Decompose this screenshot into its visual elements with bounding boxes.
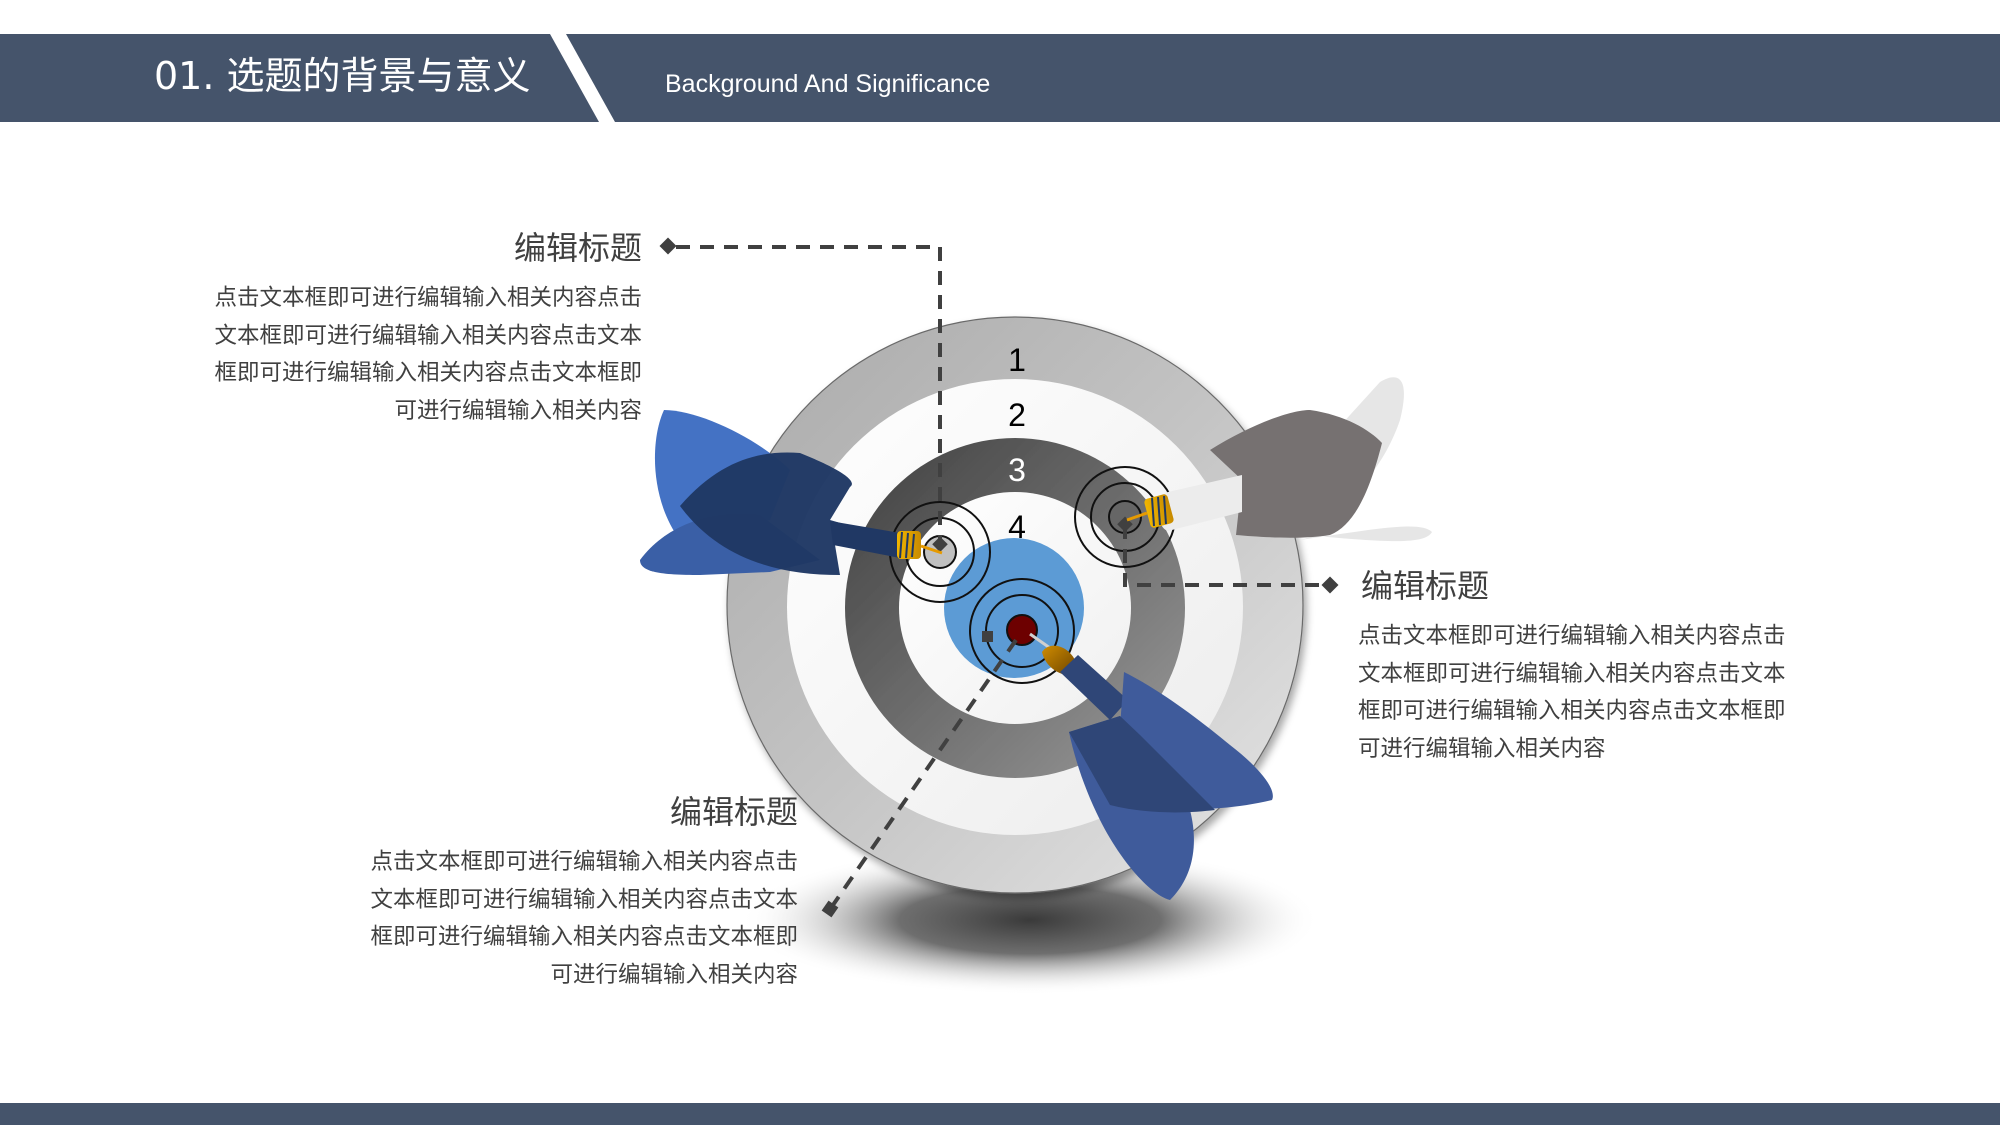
footer-bar xyxy=(0,1103,2000,1125)
connector-right xyxy=(1123,525,1320,587)
body-line: 点击文本框即可进行编辑输入相关内容点击 xyxy=(214,285,642,311)
connector-top-left xyxy=(676,245,942,545)
right-dart-shaft xyxy=(1158,475,1242,531)
left-dart xyxy=(640,410,943,575)
block-body[interactable]: 点击文本框即可进行编辑输入相关内容点击 文本框即可进行编辑输入相关内容点击文本 … xyxy=(316,844,798,994)
text-block-top-left: 编辑标题 点击文本框即可进行编辑输入相关内容点击 文本框即可进行编辑输入相关内容… xyxy=(160,228,642,430)
block-body[interactable]: 点击文本框即可进行编辑输入相关内容点击 文本框即可进行编辑输入相关内容点击文本 … xyxy=(1358,618,1858,768)
left-dart-grip xyxy=(897,531,921,559)
body-line: 可进行编辑输入相关内容 xyxy=(394,397,642,424)
body-line: 点击文本框即可进行编辑输入相关内容点击 xyxy=(370,849,798,875)
text-block-right: 编辑标题 点击文本框即可进行编辑输入相关内容点击 文本框即可进行编辑输入相关内容… xyxy=(1358,566,1858,768)
right-dart xyxy=(1126,377,1432,542)
block-title[interactable]: 编辑标题 xyxy=(1361,567,1490,605)
body-line: 可进行编辑输入相关内容 xyxy=(550,961,798,988)
right-dart-grip xyxy=(1144,494,1174,528)
block-body[interactable]: 点击文本框即可进行编辑输入相关内容点击 文本框即可进行编辑输入相关内容点击文本 … xyxy=(160,280,642,430)
header-bar xyxy=(0,34,2000,122)
ring-label-3: 3 xyxy=(1008,452,1026,488)
header-slash-divider xyxy=(550,34,615,122)
ring-center xyxy=(944,538,1084,678)
block-title[interactable]: 编辑标题 xyxy=(669,793,798,831)
body-line: 点击文本框即可进行编辑输入相关内容点击 xyxy=(1358,623,1786,649)
bottom-dart-flight-center xyxy=(1069,716,1215,813)
ring-label-2: 2 xyxy=(1008,397,1026,433)
body-line: 框即可进行编辑输入相关内容点击文本框即 xyxy=(1358,698,1786,724)
body-line: 文本框即可进行编辑输入相关内容点击文本 xyxy=(1358,660,1786,687)
connector-bottom xyxy=(831,638,1018,907)
diamond-icon xyxy=(659,237,677,255)
right-dart-flight-low xyxy=(1300,526,1432,542)
right-dart-flight-front xyxy=(1210,410,1382,538)
left-dart-barrel xyxy=(830,521,909,558)
diamond-icon xyxy=(1321,576,1339,594)
impact-ripples-center xyxy=(969,578,1075,684)
body-line: 文本框即可进行编辑输入相关内容点击文本 xyxy=(214,322,642,349)
bottom-dart-barrel xyxy=(1060,655,1128,720)
body-line: 框即可进行编辑输入相关内容点击文本框即 xyxy=(214,360,642,386)
ring-label-4: 4 xyxy=(1008,509,1026,545)
body-line: 框即可进行编辑输入相关内容点击文本框即 xyxy=(370,924,798,950)
block-title[interactable]: 编辑标题 xyxy=(513,229,642,267)
connector-lines xyxy=(676,245,1320,907)
left-dart-tip xyxy=(920,544,943,555)
page-title: 01. 选题的背景与意义 xyxy=(154,54,531,98)
right-dart-tip xyxy=(1126,511,1148,522)
bottom-dart-tip xyxy=(1029,632,1051,650)
body-line: 可进行编辑输入相关内容 xyxy=(1358,735,1606,762)
page-subtitle: Background And Significance xyxy=(665,70,991,98)
ring-label-1: 1 xyxy=(1008,342,1026,378)
body-line: 文本框即可进行编辑输入相关内容点击文本 xyxy=(370,886,798,913)
diamond-icon xyxy=(821,900,839,918)
text-block-bottom: 编辑标题 点击文本框即可进行编辑输入相关内容点击 文本框即可进行编辑输入相关内容… xyxy=(316,792,798,994)
bottom-dart xyxy=(1029,632,1273,900)
